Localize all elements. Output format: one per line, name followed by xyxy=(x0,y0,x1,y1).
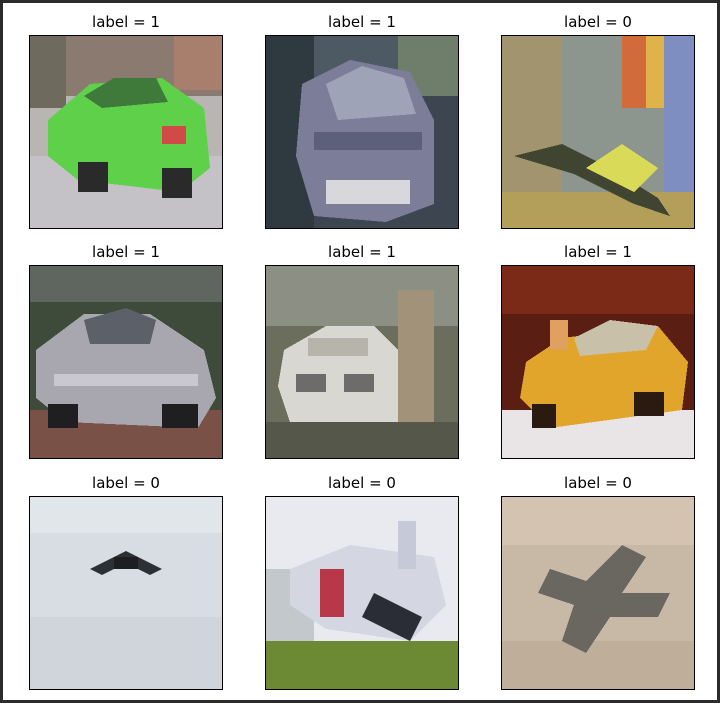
car-image xyxy=(501,265,695,459)
car-image xyxy=(265,35,459,229)
image-title: label = 1 xyxy=(564,243,632,261)
image-title: label = 0 xyxy=(564,474,632,492)
image-title: label = 1 xyxy=(328,243,396,261)
airplane-image xyxy=(501,496,695,690)
image-title: label = 0 xyxy=(328,474,396,492)
car-image xyxy=(29,35,223,229)
car-image xyxy=(265,265,459,459)
image-title: label = 0 xyxy=(92,474,160,492)
image-title: label = 1 xyxy=(328,13,396,31)
image-title: label = 0 xyxy=(564,13,632,31)
airplane-image xyxy=(501,35,695,229)
image-title: label = 1 xyxy=(92,243,160,261)
image-grid-figure: label = 1 label = 1 xyxy=(3,3,717,700)
airplane-image xyxy=(29,496,223,690)
airplane-image xyxy=(265,496,459,690)
car-image xyxy=(29,265,223,459)
image-title: label = 1 xyxy=(92,13,160,31)
